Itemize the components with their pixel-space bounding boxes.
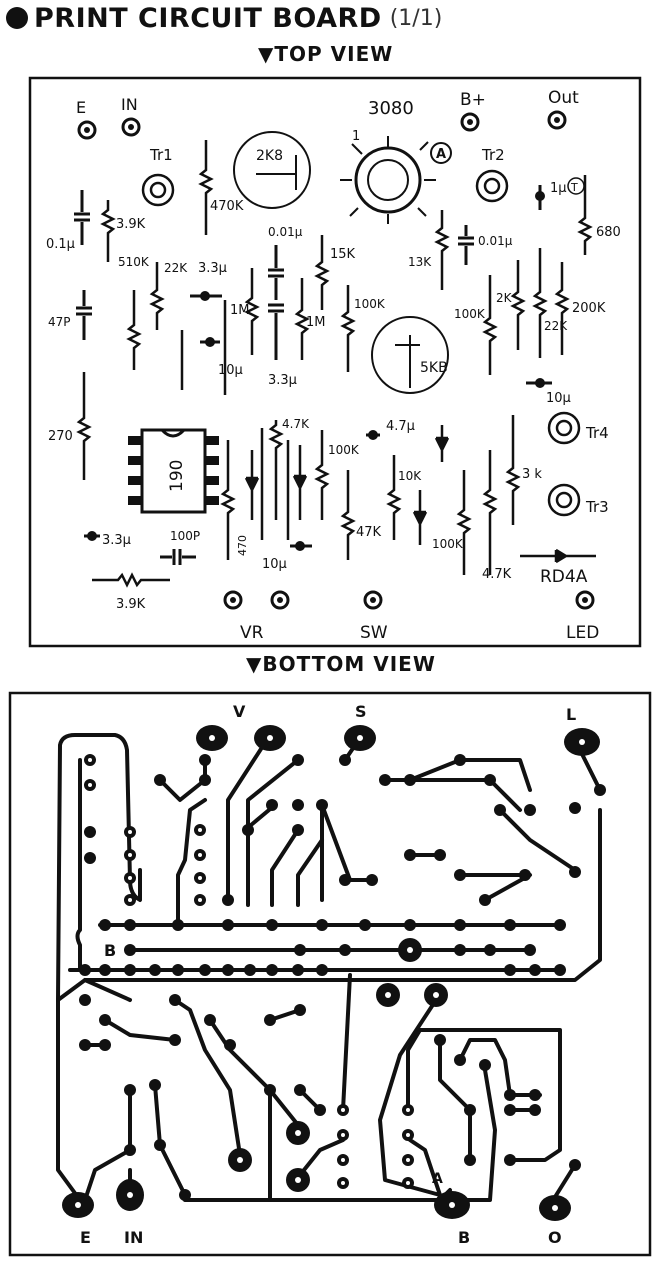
ic-3080-label: 3080	[368, 98, 414, 119]
bottom-view-heading: ▼BOTTOM VIEW	[246, 652, 436, 676]
marker-a-circle	[430, 142, 452, 164]
tr3-label: Tr3	[585, 498, 609, 516]
c-1u-t-circle	[567, 177, 585, 195]
terminal-pads	[77, 110, 595, 610]
capacitors	[74, 185, 552, 565]
bottom-label-o: O	[548, 1228, 562, 1247]
r-47k-label: 47K	[356, 525, 382, 540]
bottom-label-b-bottom: B	[458, 1228, 470, 1247]
bottom-label-in: IN	[124, 1228, 143, 1247]
c-3-3u-b-label: 3.3μ	[268, 373, 297, 388]
c-10u-c-label: 10μ	[262, 557, 287, 572]
ic-190	[128, 428, 219, 514]
r-2k-label: 2K	[496, 291, 513, 305]
r-3-9k-a-label: 3.9K	[116, 217, 146, 232]
r-200k-label: 200K	[572, 301, 606, 316]
r-100k-c-label: 100K	[328, 443, 360, 457]
r-100k-b-label: 100K	[454, 307, 486, 321]
page-header: PRINT CIRCUIT BOARD (1/1)	[6, 0, 442, 36]
r-22k-a-label: 22K	[164, 261, 188, 275]
r-470-label: 470	[236, 535, 249, 556]
terminal-b-plus-label: B+	[460, 90, 486, 110]
r-100k-a-label: 100K	[354, 297, 386, 311]
r-470k-label: 470K	[210, 199, 244, 214]
c-0-01u-b-label: 0.01μ	[478, 234, 513, 248]
r-3-9k-b-label: 3.9K	[116, 597, 146, 612]
r-15k-label: 15K	[330, 247, 356, 262]
large-pads	[62, 725, 600, 1221]
r-270-label: 270	[48, 429, 73, 444]
page-title: PRINT CIRCUIT BOARD	[34, 2, 382, 34]
c-10u-a-label: 10μ	[218, 363, 243, 378]
marker-a-label: A	[436, 147, 446, 162]
bullet-icon	[6, 7, 28, 29]
transistors	[141, 169, 581, 517]
c-47p-label: 47P	[48, 315, 71, 329]
pad-holes	[75, 735, 585, 1211]
c-4-7u-label: 4.7μ	[386, 419, 415, 434]
r-13k-label: 13K	[408, 255, 432, 269]
r-1m-b-label: 1M	[306, 315, 326, 330]
pot-5kb	[371, 316, 449, 394]
page-number: (1/1)	[389, 5, 443, 31]
diodes	[244, 425, 596, 564]
pot-2k8-label: 2K8	[256, 148, 283, 164]
bottom-label-s: S	[355, 702, 367, 721]
terminal-out-label: Out	[548, 88, 579, 108]
ic-190-label: 190	[167, 460, 187, 492]
resistors	[76, 140, 593, 588]
r-680-label: 680	[596, 225, 621, 240]
r-1m-a-label: 1M	[230, 303, 250, 318]
pot-5kb-label: 5KB	[420, 360, 448, 376]
c-100p-label: 100P	[170, 529, 200, 543]
r-100k-d-label: 100K	[432, 537, 464, 551]
tr1-label: Tr1	[149, 146, 173, 164]
bottom-label-b-left: B	[104, 941, 116, 960]
electrolytic-bodies	[87, 191, 545, 551]
top-board-outline	[28, 76, 642, 648]
bottom-label-l: L	[566, 705, 576, 724]
terminal-e-label: E	[76, 98, 86, 117]
terminal-vr-label: VR	[240, 623, 264, 643]
r-3k-label: 3 k	[522, 467, 542, 482]
r-22k-b-label: 22K	[544, 319, 568, 333]
tr2-label: Tr2	[481, 146, 505, 164]
bottom-label-a: A	[432, 1171, 443, 1187]
top-view-heading: ▼TOP VIEW	[258, 42, 394, 66]
terminal-led-label: LED	[566, 623, 599, 643]
r-4-7k-a-label: 4.7K	[282, 417, 310, 431]
c-1u-t-label: T	[570, 181, 578, 194]
c-3-3u-a-label: 3.3μ	[198, 261, 227, 276]
pot-2k8	[233, 131, 311, 209]
ic-3080-pin1-label: 1	[352, 129, 360, 144]
r-10k-label: 10K	[398, 469, 422, 483]
bottom-label-e: E	[80, 1228, 91, 1247]
c-3-3u-c-label: 3.3μ	[102, 533, 131, 548]
tr4-label: Tr4	[585, 424, 609, 442]
bottom-label-v: V	[233, 702, 246, 721]
ic-3080	[340, 136, 436, 224]
r-4-7k-b-label: 4.7K	[482, 567, 512, 582]
terminal-sw-label: SW	[360, 623, 388, 643]
top-view-board: E IN B+ Out VR SW LED 3080 1 A Tr1 Tr2 T…	[28, 76, 642, 648]
terminal-in-label: IN	[121, 95, 138, 114]
c-0-01u-a-label: 0.01μ	[268, 225, 303, 239]
d-rd4a-label: RD4A	[540, 567, 588, 587]
bottom-board-outline	[8, 691, 652, 1257]
solder-pads	[79, 754, 606, 1201]
c-10u-b-label: 10μ	[546, 391, 571, 406]
copper-traces	[56, 733, 602, 1207]
c-0-1u-label: 0.1μ	[46, 237, 75, 252]
c-1u-label: 1μ	[550, 181, 567, 196]
r-510k-label: 510K	[118, 255, 150, 269]
